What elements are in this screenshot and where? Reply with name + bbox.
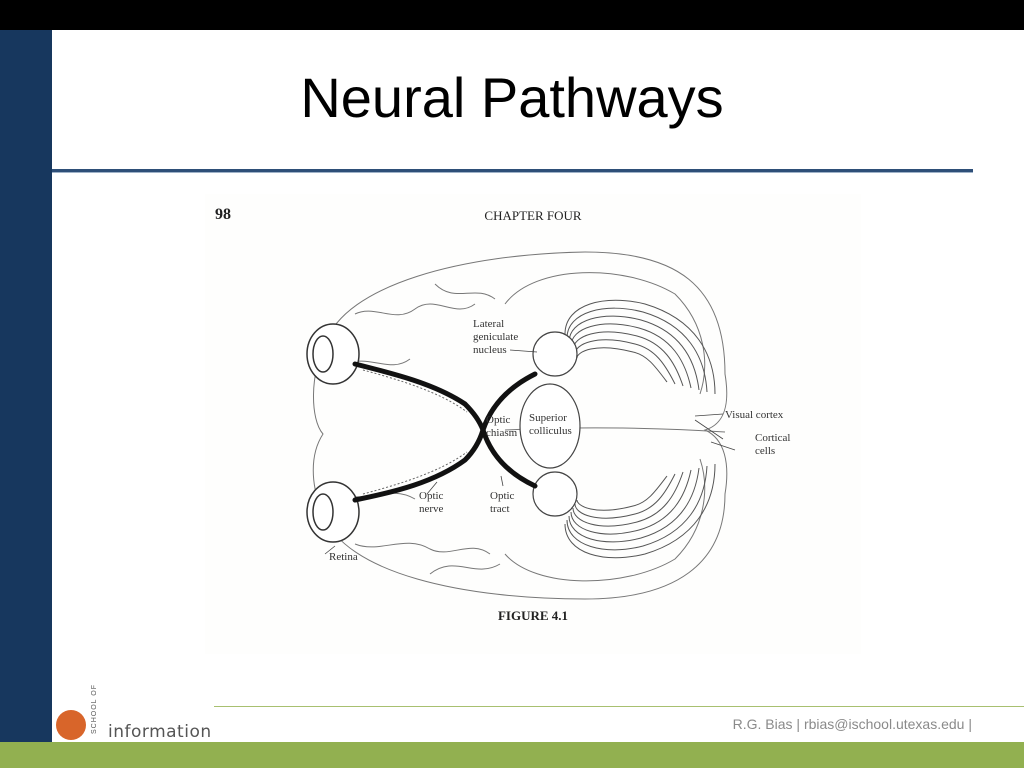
superior-colliculus: [519, 383, 581, 469]
slide-title: Neural Pathways: [300, 66, 724, 129]
label-superior-colliculus: Superior colliculus: [529, 412, 572, 437]
top-bar: [0, 0, 1024, 30]
optic-nerve-upper: [352, 361, 486, 433]
logo-name-text: information: [108, 722, 212, 742]
lateral-geniculate-upper: [532, 331, 578, 377]
title-divider: [52, 169, 973, 172]
brain-figure: 98 CHAPTER FOUR Lateral geniculate nucle…: [205, 194, 861, 654]
label-optic-tract: Optic tract: [490, 490, 515, 515]
footer-divider: [214, 706, 1024, 707]
label-visual-cortex: Visual cortex: [725, 409, 784, 421]
label-cortical-cells: Cortical cells: [755, 432, 791, 457]
figure-caption: FIGURE 4.1: [497, 608, 569, 623]
label-lgn: Lateral geniculate nucleus: [473, 318, 519, 356]
school-logo: SCHOOL OF information: [52, 684, 222, 742]
brain-outline: [312, 251, 728, 600]
optic-tract-lower: [480, 427, 538, 489]
bottom-bar: [0, 742, 1024, 768]
label-retina: Retina: [329, 551, 358, 563]
optic-nerve-lower: [352, 427, 486, 503]
chapter-heading: CHAPTER FOUR: [484, 208, 582, 223]
logo-school-text: SCHOOL OF: [91, 684, 98, 734]
label-optic-nerve: Optic nerve: [419, 490, 444, 515]
optic-tract-upper: [480, 371, 538, 433]
footer-credit: R.G. Bias | rbias@ischool.utexas.edu |: [732, 716, 972, 732]
page-number: 98: [215, 206, 231, 223]
lateral-geniculate-lower: [532, 471, 578, 517]
label-optic-chiasm: Optic chiasm: [486, 414, 518, 439]
left-accent-bar: [0, 30, 52, 742]
logo-mark-icon: [56, 710, 86, 740]
title-divider-shadow: [52, 172, 973, 173]
brain-diagram: [306, 251, 736, 600]
